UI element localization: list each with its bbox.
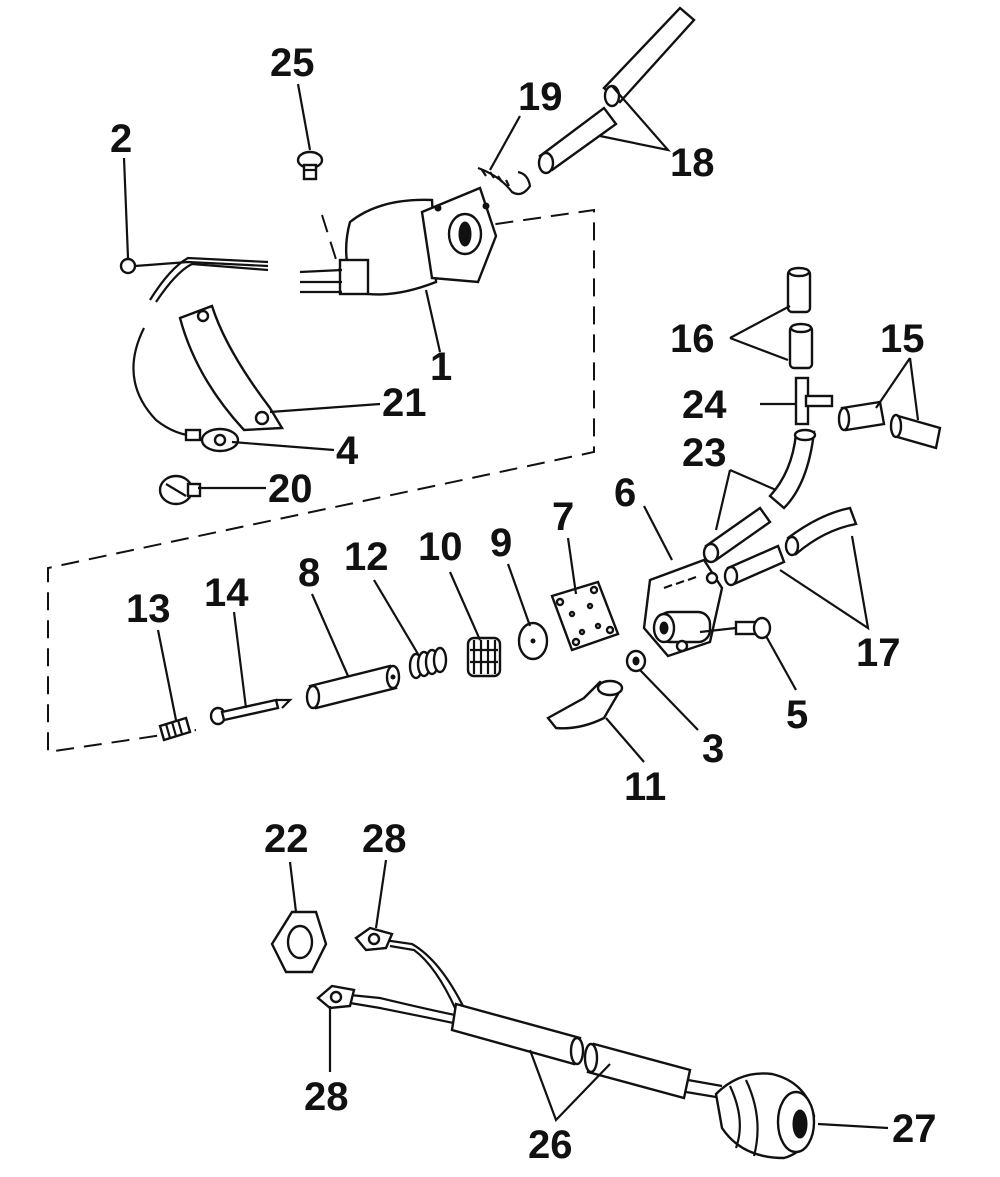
pin-icon (209, 698, 293, 726)
plunger-icon (305, 664, 401, 710)
callout-labels: 25 19 18 2 1 21 4 20 16 15 24 23 6 7 9 1… (110, 41, 937, 1167)
callout-11: 11 (624, 765, 666, 809)
callout-27: 27 (892, 1107, 937, 1151)
hose-icon (702, 428, 817, 564)
leader-lines (122, 83, 920, 1130)
callout-16: 16 (670, 317, 715, 361)
disc-icon (517, 621, 549, 661)
callout-14: 14 (204, 571, 249, 615)
callout-15: 15 (880, 317, 925, 361)
callout-10: 10 (418, 525, 463, 569)
hose-icon (723, 506, 858, 587)
assembly-boundary (47, 208, 595, 754)
bracket-icon (178, 304, 285, 432)
callout-23: 23 (682, 431, 727, 475)
hose-icon (537, 6, 696, 175)
wire-harness-icon (339, 938, 723, 1100)
callout-4: 4 (336, 429, 359, 473)
callout-19: 19 (518, 75, 563, 119)
set-screw-icon (158, 716, 192, 742)
screw-icon (158, 474, 202, 506)
valve-body-icon (642, 558, 724, 658)
callout-1: 1 (430, 345, 452, 389)
callout-9: 9 (490, 521, 512, 565)
tee-fitting-icon (794, 376, 834, 426)
callout-28-top: 28 (362, 817, 407, 861)
terminal-icon (316, 926, 394, 1010)
callout-7: 7 (552, 495, 574, 539)
callout-21: 21 (382, 381, 427, 425)
callout-17: 17 (856, 631, 901, 675)
callout-25: 25 (270, 41, 315, 85)
plate-icon (550, 580, 620, 652)
hose-icon (786, 266, 814, 370)
hose-icon (837, 400, 942, 450)
callout-5: 5 (786, 693, 808, 737)
nut-icon (270, 910, 328, 974)
clamp-icon (477, 166, 532, 196)
callout-12: 12 (344, 535, 389, 579)
callout-3: 3 (702, 727, 724, 771)
wire-lead-icon (119, 256, 269, 303)
elbow-fitting-icon (546, 679, 624, 730)
spring-icon (408, 646, 448, 680)
screw-icon (296, 150, 324, 181)
callout-8: 8 (298, 551, 320, 595)
push-button-switch-icon (714, 1072, 816, 1160)
callout-24: 24 (682, 383, 727, 427)
callout-18: 18 (670, 141, 715, 185)
callout-22: 22 (264, 817, 309, 861)
screw-icon (699, 616, 772, 640)
filter-screen-icon (466, 636, 502, 678)
ground-wire-icon (132, 327, 240, 453)
callout-20: 20 (268, 467, 313, 511)
washer-icon (625, 649, 647, 673)
solenoid-icon (299, 186, 498, 296)
callout-2: 2 (110, 117, 132, 161)
callout-6: 6 (614, 471, 636, 515)
callout-28-bottom: 28 (304, 1075, 349, 1119)
callout-13: 13 (126, 587, 171, 631)
callout-26: 26 (528, 1123, 573, 1167)
